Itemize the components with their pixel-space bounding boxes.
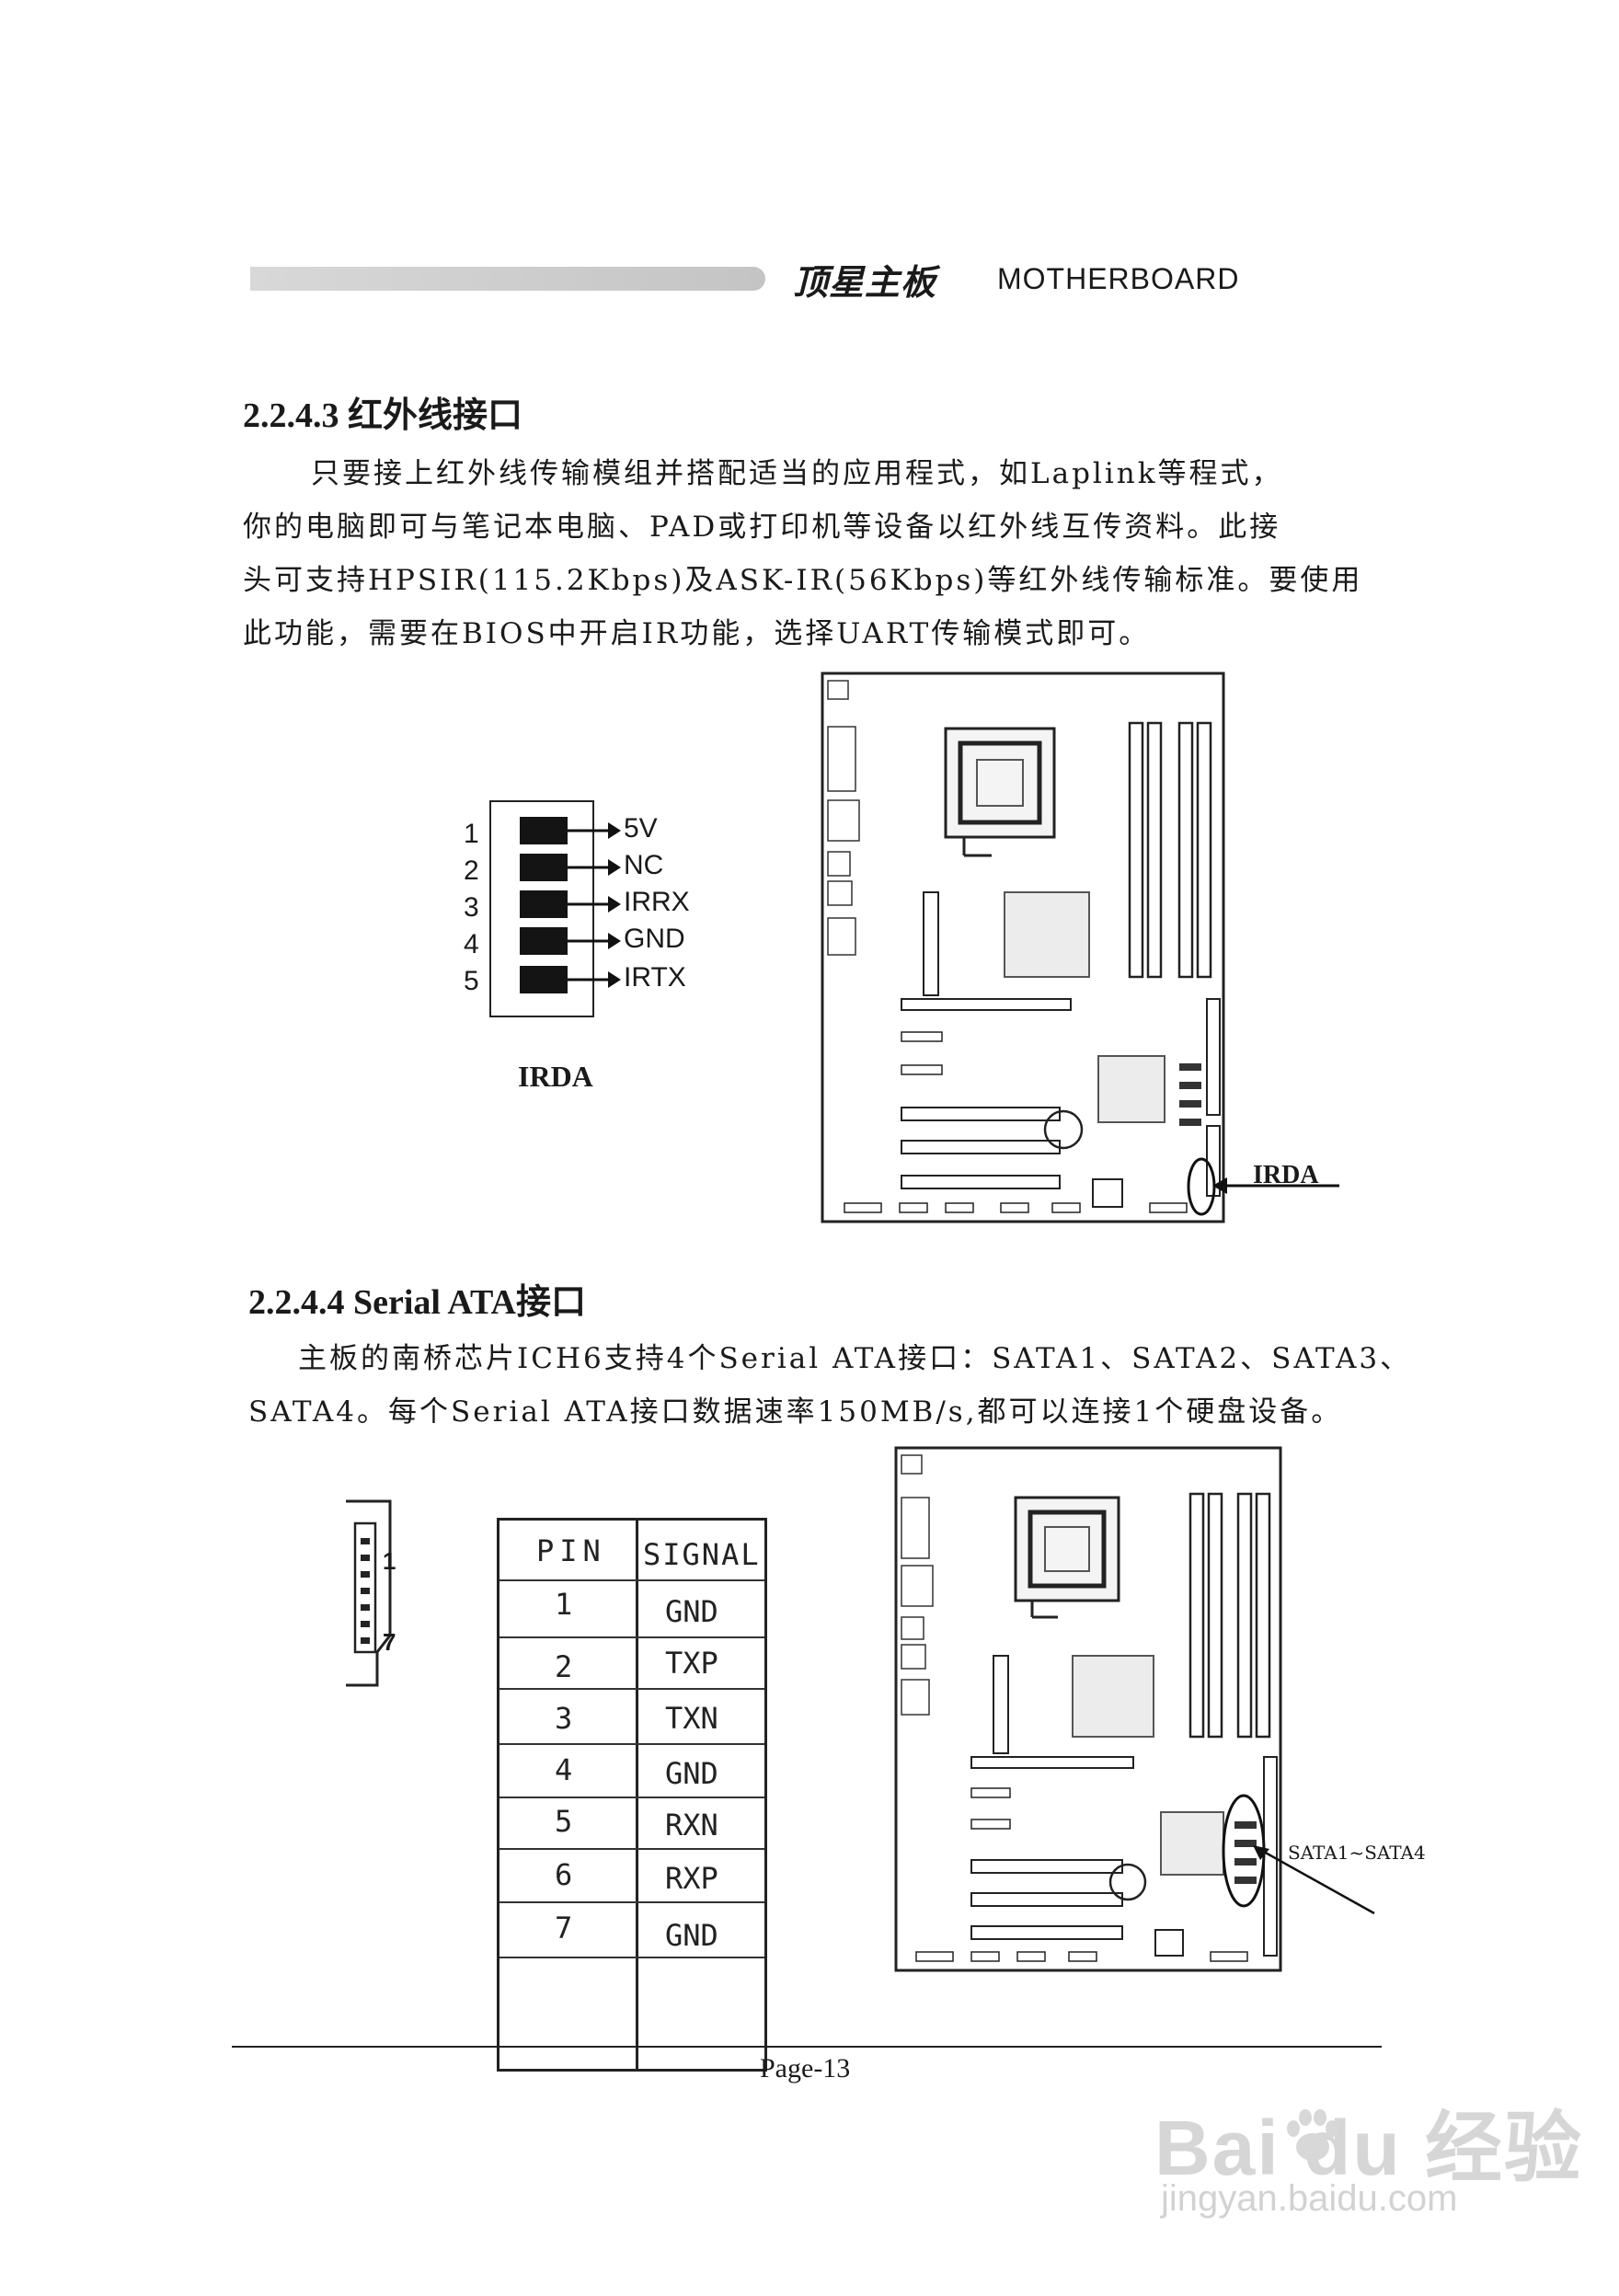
arrow-right-icon bbox=[568, 896, 621, 913]
irda-paragraph: 只要接上红外线传输模组并搭配适当的应用程式，如Laplink等程式， 你的电脑即… bbox=[243, 447, 1362, 660]
page-number: Page-13 bbox=[760, 2053, 851, 2084]
table-cell-pin: 2 bbox=[555, 1649, 573, 1684]
table-header-signal: SIGNAL bbox=[643, 1537, 761, 1572]
section-heading-irda: 2.2.4.3 红外线接口 bbox=[243, 396, 523, 435]
irda-pin-block bbox=[520, 890, 568, 918]
sata-pin-first: 1 bbox=[383, 1547, 396, 1575]
table-cell-signal: TXP bbox=[665, 1646, 718, 1681]
sata-board-label: SATA1~SATA4 bbox=[1288, 1842, 1426, 1864]
table-cell-signal: GND bbox=[665, 1918, 718, 1953]
table-cell-pin: 1 bbox=[555, 1587, 573, 1622]
table-cell-signal: TXN bbox=[665, 1701, 718, 1736]
irda-pin-block bbox=[520, 927, 568, 955]
irda-pin-signal: GND bbox=[624, 924, 685, 954]
arrow-right-icon bbox=[568, 822, 621, 839]
arrow-right-icon bbox=[568, 933, 621, 949]
irda-pin-block bbox=[520, 966, 568, 993]
watermark-brand: Bai du 经验 bbox=[1154, 2105, 1584, 2191]
irda-pin-number: 5 bbox=[464, 966, 479, 996]
paragraph-line: 你的电脑即可与笔记本电脑、PAD或打印机等设备以红外线互传资料。此接 bbox=[243, 511, 1281, 544]
table-cell-signal: RXP bbox=[665, 1861, 718, 1896]
arrow-left-icon bbox=[1253, 1845, 1375, 1915]
table-cell-pin: 6 bbox=[555, 1857, 573, 1892]
header-bar bbox=[250, 267, 765, 291]
header-subtitle: MOTHERBOARD bbox=[997, 262, 1240, 295]
table-cell-pin: 3 bbox=[555, 1701, 573, 1736]
paragraph-line: SATA4。每个Serial ATA接口数据速率150MB/s,都可以连接1个硬… bbox=[248, 1395, 1343, 1429]
sata-connector-diagram bbox=[346, 1499, 392, 1687]
irda-pin-signal: IRRX bbox=[624, 887, 690, 917]
irda-pin-signal: NC bbox=[624, 850, 664, 880]
motherboard-layout-diagram bbox=[821, 672, 1225, 1223]
motherboard-layout-diagram-sata bbox=[894, 1446, 1282, 1972]
paw-icon bbox=[1287, 2109, 1338, 2161]
irda-pin-number: 3 bbox=[464, 892, 479, 923]
sata-pin-table: PIN SIGNAL 1 GND 2 TXP 3 TXN 4 GND 5 RXN… bbox=[497, 1518, 767, 2072]
table-cell-signal: GND bbox=[665, 1756, 718, 1791]
sata-paragraph: 主板的南桥芯片ICH6支持4个Serial ATA接口：SATA1、SATA2、… bbox=[248, 1332, 1411, 1439]
table-cell-pin: 7 bbox=[555, 1911, 573, 1946]
paragraph-line: 只要接上红外线传输模组并搭配适当的应用程式，如Laplink等程式， bbox=[311, 457, 1283, 490]
table-header-pin: PIN bbox=[536, 1533, 606, 1568]
table-cell-pin: 5 bbox=[555, 1804, 573, 1839]
irda-pin-block bbox=[520, 817, 568, 844]
watermark-url: jingyan.baidu.com bbox=[1161, 2178, 1458, 2219]
paragraph-line: 主板的南桥芯片ICH6支持4个Serial ATA接口：SATA1、SATA2、… bbox=[298, 1342, 1412, 1375]
header-brand: 顶星主板 bbox=[793, 262, 937, 303]
arrow-left-icon bbox=[1212, 1177, 1339, 1194]
table-cell-signal: RXN bbox=[665, 1808, 718, 1843]
table-cell-signal: GND bbox=[665, 1594, 718, 1629]
irda-connector-outline bbox=[489, 800, 594, 1017]
irda-board-label: IRDA bbox=[1253, 1161, 1319, 1189]
table-cell-pin: 4 bbox=[555, 1752, 573, 1787]
paragraph-line: 头可支持HPSIR(115.2Kbps)及ASK-IR(56Kbps)等红外线传… bbox=[243, 564, 1363, 597]
arrow-right-icon bbox=[568, 971, 621, 988]
footer-rule bbox=[232, 2046, 1382, 2048]
irda-pin-number: 2 bbox=[464, 855, 479, 886]
irda-pin-block bbox=[520, 854, 568, 881]
irda-pin-signal: IRTX bbox=[624, 962, 686, 993]
sata-pin-last: 7 bbox=[383, 1628, 396, 1656]
paragraph-line: 此功能，需要在BIOS中开启IR功能，选择UART传输模式即可。 bbox=[243, 617, 1151, 650]
irda-pin-number: 1 bbox=[464, 819, 479, 849]
arrow-right-icon bbox=[568, 859, 621, 876]
irda-pin-number: 4 bbox=[464, 929, 479, 959]
section-heading-sata: 2.2.4.4 Serial ATA接口 bbox=[248, 1283, 586, 1322]
irda-caption: IRDA bbox=[518, 1060, 593, 1093]
irda-pin-signal: 5V bbox=[624, 813, 658, 844]
